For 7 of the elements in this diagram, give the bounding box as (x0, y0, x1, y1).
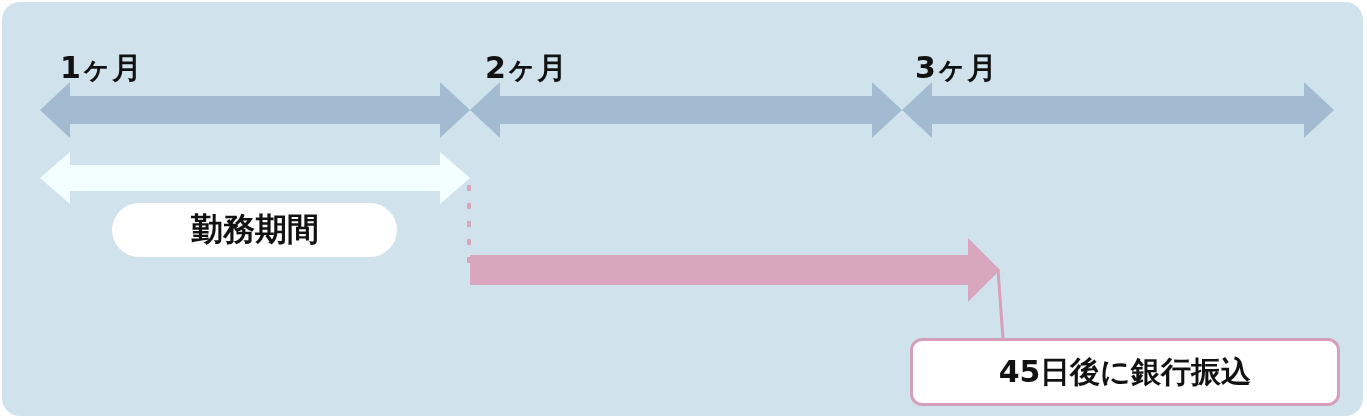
month-label: 2ヶ月 (485, 49, 567, 87)
leader-line (996, 269, 1005, 340)
period-pill: 勤務期間 (112, 203, 397, 257)
block-arrow (470, 238, 1000, 302)
month-label: 3ヶ月 (915, 49, 997, 87)
callout-box: 45日後に銀行振込 (910, 338, 1340, 406)
month-label: 1ヶ月 (60, 49, 142, 87)
